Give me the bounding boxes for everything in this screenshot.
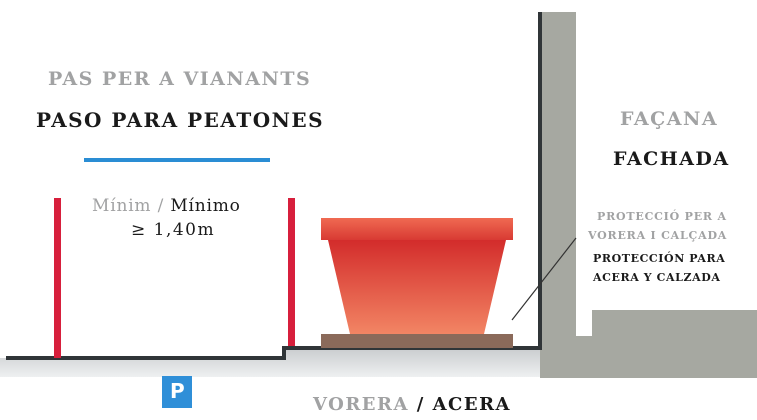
facade-wall-body <box>540 12 576 348</box>
sidewalk-label-ca: VORERA <box>313 394 409 415</box>
facade-label-es: FACHADA <box>613 148 730 170</box>
parking-badge <box>162 376 192 408</box>
sidewalk-label: VORERA / ACERA <box>313 396 511 414</box>
sidewalk-surface <box>0 348 540 377</box>
facade-label-ca: FAÇANA <box>620 108 719 130</box>
min-width-label-ca: Mínim <box>92 196 152 216</box>
sidewalk-label-es: ACERA <box>432 394 512 415</box>
pedestrian-path-title-es: PASO PARA PEATONES <box>36 108 325 132</box>
min-width-value: ≥ 1,40m <box>131 220 216 240</box>
sidewalk-separator: / <box>416 394 425 415</box>
protection-label-es-line1: PROTECCIÓN PARA <box>593 252 726 265</box>
ground-outline <box>6 12 542 360</box>
protection-label-ca-line1: PROTECCIÓ PER A <box>597 210 727 223</box>
planter-rim <box>321 218 513 240</box>
min-width-separator: / <box>157 196 165 216</box>
protection-leader-line <box>511 237 577 321</box>
planter-body <box>328 240 506 334</box>
parking-badge-letter: P <box>170 379 185 403</box>
min-width-label-es: Mínimo <box>170 196 241 216</box>
min-width-label: Mínim / Mínimo <box>92 198 241 215</box>
protection-label-es-line2: ACERA Y CALZADA <box>593 271 721 284</box>
pedestrian-path-title-ca: PAS PER A VIANANTS <box>48 68 312 90</box>
min-width-pole-left <box>54 198 61 358</box>
planter-base <box>321 334 513 348</box>
min-width-pole-right <box>288 198 295 346</box>
title-underline <box>84 158 270 162</box>
protection-label-ca-line2: VORERA I CALÇADA <box>588 229 728 242</box>
facade-wall-foot <box>540 336 757 378</box>
